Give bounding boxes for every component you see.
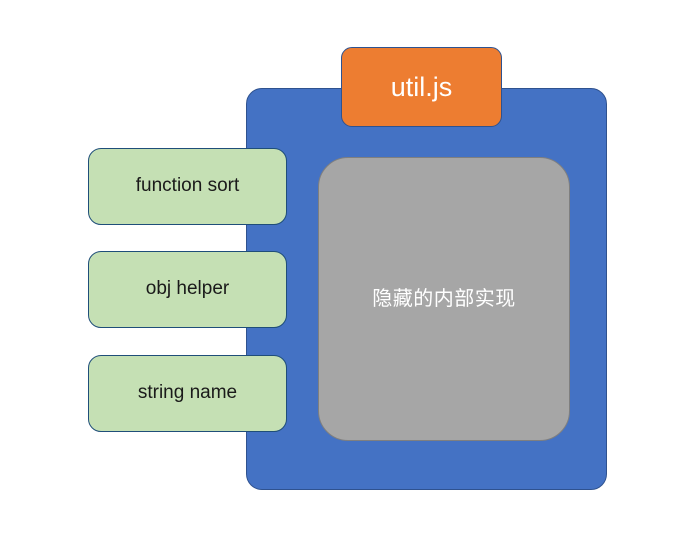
export-member-shape[interactable]: obj helper (88, 251, 287, 328)
module-name-label: util.js (390, 71, 453, 102)
module-name-shape[interactable]: util.js (341, 47, 502, 127)
export-member-shape[interactable]: function sort (88, 148, 287, 225)
export-member-shape[interactable]: string name (88, 355, 287, 432)
export-member-label: string name (137, 382, 238, 404)
hidden-internal-implementation-label: 隐藏的内部实现 (372, 288, 516, 310)
export-member-label: function sort (135, 175, 240, 197)
export-member-label: obj helper (145, 278, 230, 300)
hidden-internal-implementation-shape[interactable]: 隐藏的内部实现 (318, 157, 570, 441)
